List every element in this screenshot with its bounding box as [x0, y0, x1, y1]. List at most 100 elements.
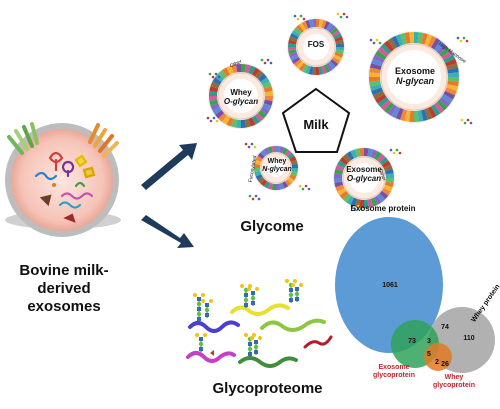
ring-segment: [231, 64, 238, 74]
ring-segment: [439, 46, 451, 58]
ring-segment: [334, 36, 344, 42]
ring-segment: [436, 99, 448, 111]
ring-segment: [433, 40, 445, 52]
ring-segment: [335, 39, 344, 45]
glycan-dot: [359, 207, 363, 211]
ring-segment: [334, 173, 343, 178]
ring-segment: [321, 19, 327, 29]
whey-n-line2: N-glycan: [262, 166, 292, 173]
ring-segment: [372, 54, 385, 64]
ring-segment: [279, 182, 285, 190]
glycan-circle: [250, 336, 254, 340]
ring-segment: [334, 178, 343, 183]
glycan-square: [197, 307, 201, 311]
venn-count-exo-whey: 74: [441, 324, 449, 331]
ring-segment: [254, 168, 261, 173]
ring-segment: [376, 153, 386, 163]
ring-segment: [312, 19, 316, 28]
glycan-square: [289, 288, 293, 292]
glycan-circle: [203, 333, 207, 337]
glycan-dot: [215, 119, 219, 123]
ring-segment: [379, 156, 389, 166]
ring-segment: [381, 187, 391, 196]
ring-segment: [241, 64, 247, 73]
ring-segment: [395, 34, 404, 46]
ring-segment: [296, 61, 304, 70]
glycan-circle: [201, 293, 205, 297]
ring-segment: [346, 195, 355, 205]
ring-segment: [291, 57, 301, 65]
cell-body: [11, 129, 113, 231]
glycan-dot: [296, 17, 300, 21]
glycan-dot: [378, 41, 382, 45]
ring-segment: [222, 115, 231, 125]
ring-segment: [305, 65, 311, 75]
glycan-dot: [253, 145, 257, 149]
ring-segment: [331, 29, 341, 37]
ring-segment: [383, 102, 395, 114]
exo-o-line1: Exosome: [346, 165, 382, 174]
ring-segment: [369, 67, 381, 74]
glycan-dot: [248, 194, 252, 198]
venn-count-b: 5: [427, 351, 431, 358]
ring-segment: [248, 117, 256, 127]
ring-segment: [293, 27, 302, 35]
fos-label: FOS: [307, 40, 325, 49]
ring-segment: [369, 80, 381, 87]
ring-segment: [441, 50, 453, 60]
venn-exosome-glycoprotein-label: Exosome glycoprotein: [364, 364, 424, 380]
ring-segment: [372, 90, 385, 100]
ring-core: [303, 34, 329, 60]
ring-segment: [210, 103, 220, 111]
glycan-circle: [285, 279, 289, 283]
ring-segment: [298, 62, 306, 72]
ring-segment: [391, 35, 401, 48]
protein-magenta: [186, 351, 236, 363]
ring-segment: [409, 32, 414, 44]
glycan-dot: [339, 15, 343, 19]
glycan-dot: [375, 38, 379, 42]
ring-segment: [370, 149, 378, 159]
ring-segment: [384, 181, 394, 188]
ring-segment: [339, 156, 349, 166]
ring-segment: [436, 43, 448, 55]
glycan-dot: [456, 36, 460, 40]
glycan-circle: [291, 283, 295, 287]
ring-segment: [212, 77, 222, 86]
glycan-square: [254, 350, 258, 354]
ring-segment: [331, 57, 341, 65]
glycan-dot: [250, 142, 254, 146]
exo-o-line2: O-glycan: [346, 174, 382, 183]
ring-segment: [257, 152, 265, 160]
ring-segment: [335, 184, 345, 192]
glycome-title: Glycome: [240, 218, 304, 235]
ring-segment: [288, 49, 297, 55]
ring-segment: [328, 61, 336, 70]
ring-segment: [441, 94, 453, 104]
ring-segment: [257, 110, 267, 119]
ring-segment: [424, 34, 433, 46]
glycan-square: [205, 303, 209, 307]
ring-segment: [375, 94, 387, 104]
ring-segment: [350, 197, 358, 207]
ring-segment: [260, 179, 268, 187]
glycan-dot: [463, 121, 467, 125]
ring-core: [349, 163, 379, 193]
ring-segment: [335, 164, 345, 172]
source-title: Bovine milk-derived exosomes: [0, 262, 128, 316]
ring-segment: [371, 58, 383, 67]
glycan-dot: [398, 151, 402, 155]
ring-segment: [305, 19, 311, 29]
ring-segment: [251, 67, 260, 77]
ring-segment: [387, 38, 397, 50]
ring-segment: [334, 168, 344, 175]
ring-segment: [267, 146, 273, 154]
ring-segment: [279, 146, 285, 154]
ring-segment: [421, 32, 428, 45]
ring-segment: [377, 46, 389, 58]
ring-segment: [254, 171, 262, 177]
ring-segment: [364, 148, 369, 157]
glycan-dot: [247, 145, 251, 149]
